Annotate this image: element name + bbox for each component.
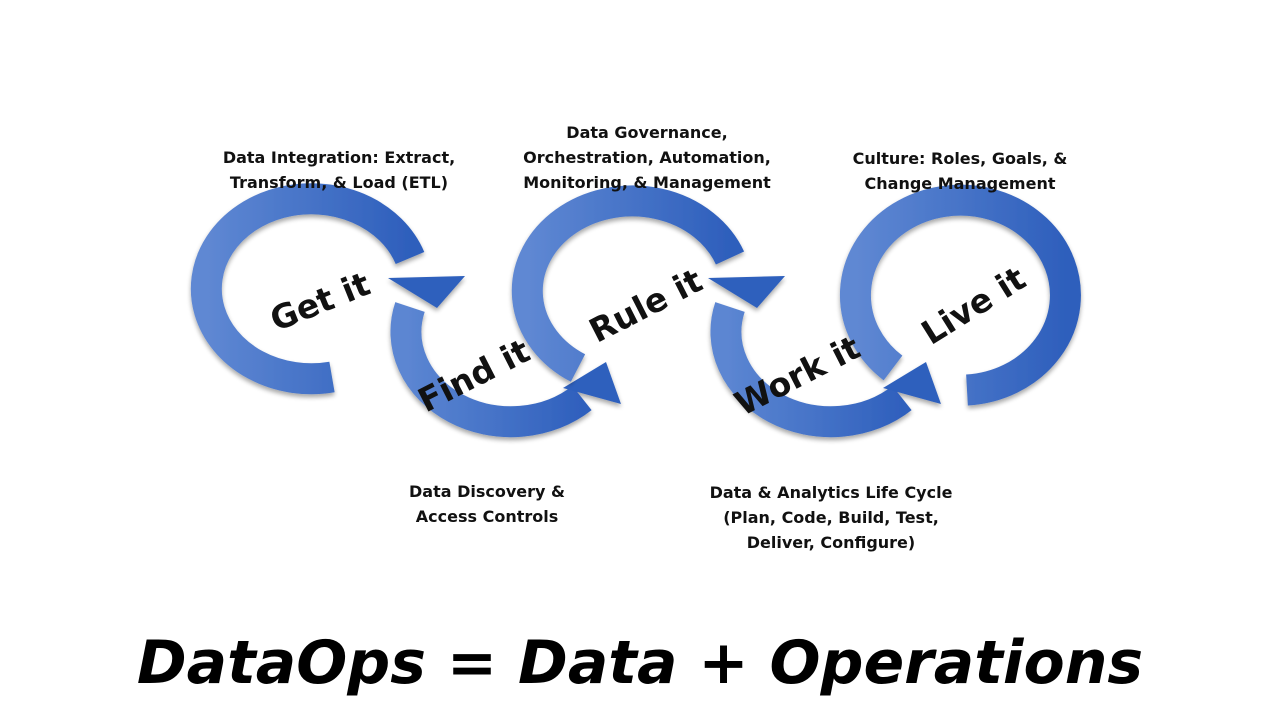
page-title: DataOps = Data + Operations xyxy=(136,628,1144,698)
caption-line: Change Management xyxy=(864,174,1056,193)
caption-live-it: Culture: Roles, Goals, & Change Manageme… xyxy=(853,146,1068,196)
find-it-arrow-icon xyxy=(390,302,621,438)
work-it-arrow-icon xyxy=(710,302,941,438)
caption-line: Deliver, Configure) xyxy=(746,533,916,552)
caption-line: Culture: Roles, Goals, & xyxy=(852,149,1068,168)
caption-get-it: Data Integration: Extract, Transform, & … xyxy=(223,145,455,195)
caption-line: (Plan, Code, Build, Test, xyxy=(723,508,939,527)
caption-line: Monitoring, & Management xyxy=(523,173,771,192)
get-it-arrow-icon xyxy=(190,183,465,395)
caption-line: Transform, & Load (ETL) xyxy=(229,173,449,192)
caption-work-it: Data & Analytics Life Cycle (Plan, Code,… xyxy=(710,480,953,555)
caption-line: Orchestration, Automation, xyxy=(523,148,771,167)
caption-line: Data & Analytics Life Cycle xyxy=(709,483,953,502)
caption-rule-it: Data Governance, Orchestration, Automati… xyxy=(523,120,771,195)
caption-find-it: Data Discovery & Access Controls xyxy=(409,479,565,529)
caption-line: Data Governance, xyxy=(566,123,728,142)
caption-line: Data Discovery & xyxy=(409,482,565,501)
rule-it-arrow-icon xyxy=(511,185,785,382)
caption-line: Data Integration: Extract, xyxy=(222,148,456,167)
caption-line: Access Controls xyxy=(415,507,559,526)
live-it-arrow-icon xyxy=(839,184,1081,406)
